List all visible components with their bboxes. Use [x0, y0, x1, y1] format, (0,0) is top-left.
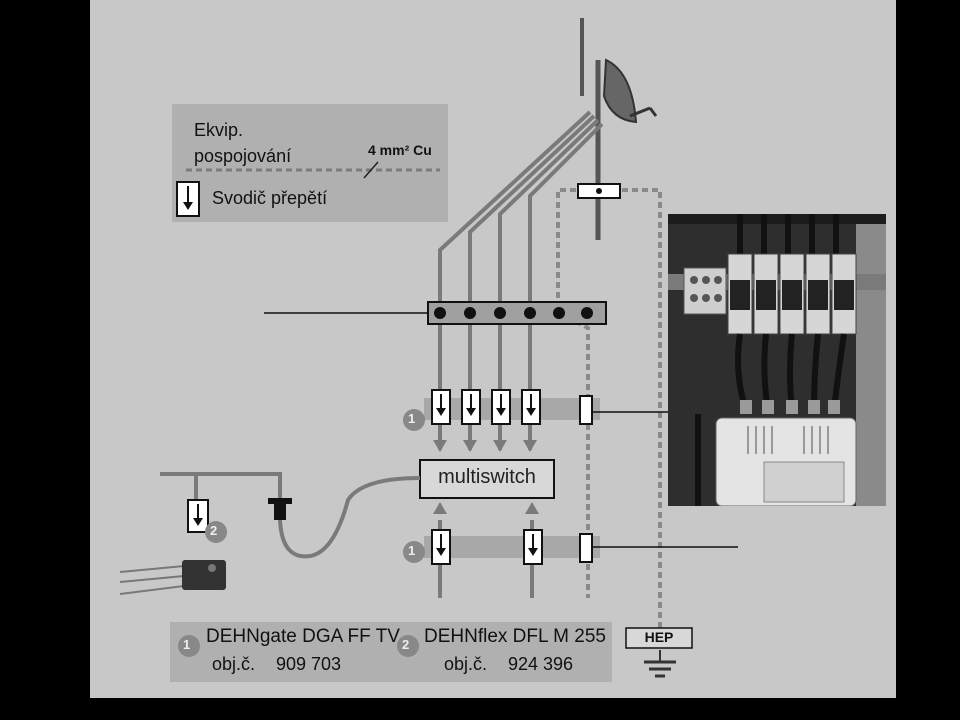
product-panel: [170, 622, 612, 682]
marker-1-upper-label: 1: [408, 411, 416, 426]
product-1-order-prefix: obj.č.: [212, 654, 256, 674]
downward-arrows: [433, 440, 537, 452]
legend-panel: [172, 104, 448, 222]
upward-arrows: [433, 502, 539, 514]
surge-device-icon: [119, 560, 226, 595]
product-1-marker: [178, 635, 200, 657]
product-2-name: DEHNflex DFL M 255: [424, 626, 606, 647]
satellite-dish-icon: [580, 18, 658, 240]
legend-arrester-label: Svodič přepětí: [212, 188, 328, 208]
legend-bonding-label-1: Ekvip.: [194, 120, 244, 140]
product-1-order-number: 909 703: [276, 654, 342, 674]
earthing-clamp: [577, 183, 621, 199]
product-2-number: 2: [402, 637, 410, 652]
installation-photo: [668, 214, 886, 506]
lower-arrester-strip: [403, 529, 600, 565]
legend-bonding-label-2: pospojování: [194, 146, 292, 166]
marker-1-lower: [403, 541, 425, 563]
ground-icon: [644, 650, 676, 678]
upper-arrester-strip: [403, 389, 600, 431]
multiswitch-label: multiswitch: [438, 466, 536, 488]
marker-2-left-label: 2: [210, 523, 218, 538]
marker-1-upper: [403, 409, 425, 431]
bonding-bar: [427, 301, 607, 325]
legend-arrester-icon: [176, 181, 200, 217]
hep-box: [625, 627, 693, 649]
product-2-marker: [397, 635, 419, 657]
marker-1-lower-label: 1: [408, 543, 416, 558]
legend-conductor-spec: 4 mm² Cu: [368, 142, 432, 158]
legend-pointer-line: [363, 161, 379, 179]
antenna-socket-icon: [268, 498, 292, 520]
marker-2-left: [205, 521, 227, 543]
product-1-number: 1: [183, 637, 191, 652]
product-2-order-number: 924 396: [508, 654, 574, 674]
left-distribution: [160, 472, 421, 559]
multiswitch-box: [419, 459, 555, 499]
product-2-order-prefix: obj.č.: [444, 654, 488, 674]
ground-label: HEP: [644, 629, 674, 645]
product-1-name: DEHNgate DGA FF TV: [206, 626, 400, 647]
